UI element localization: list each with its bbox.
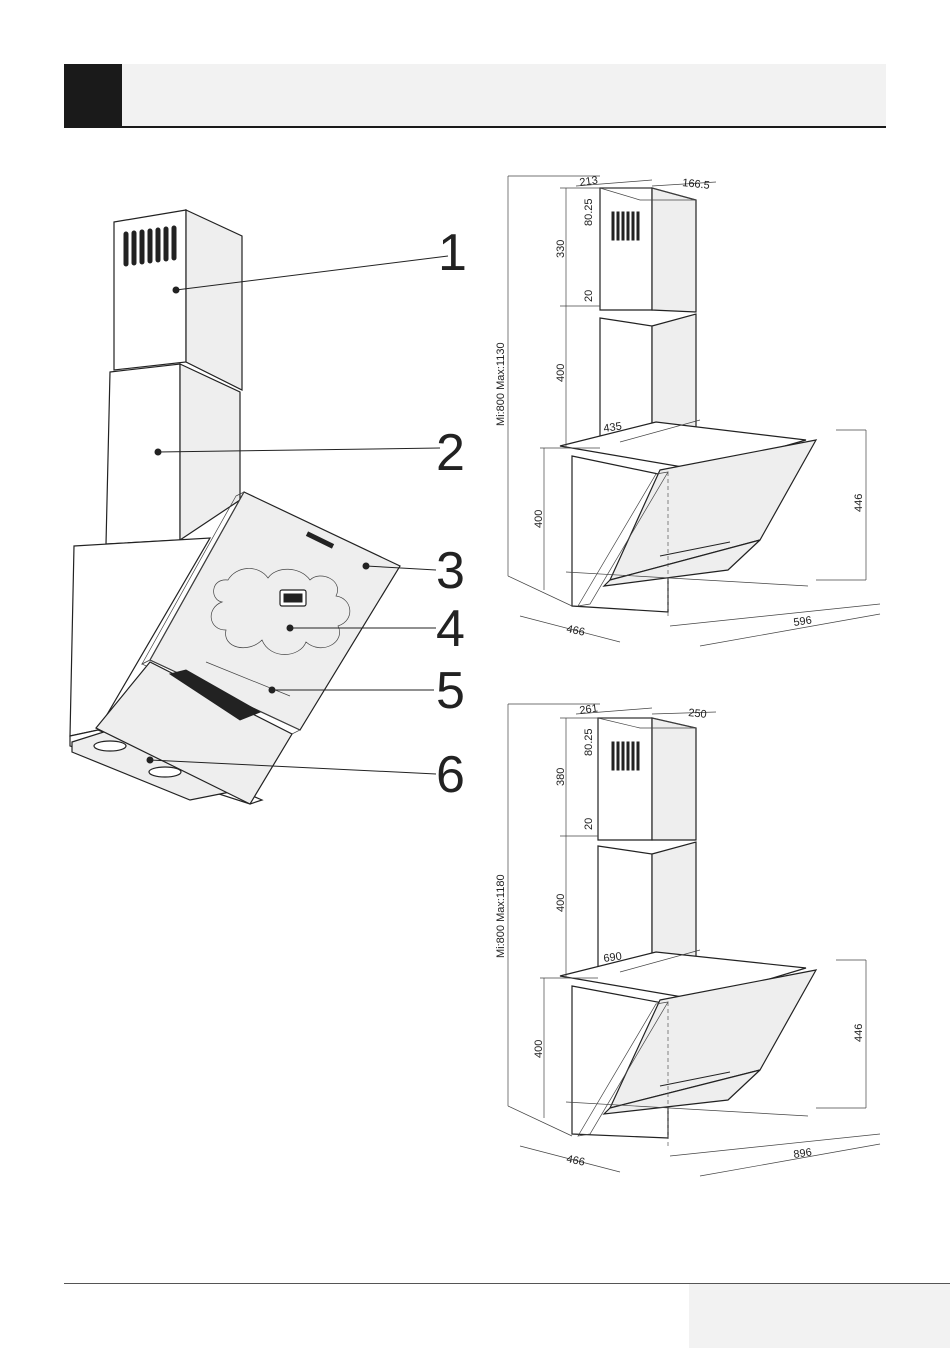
dim-top-80-25: 80.25	[583, 198, 595, 226]
dim-top-400-body: 400	[533, 510, 545, 528]
dim-bottom-400-body: 400	[533, 1040, 545, 1058]
dim-top-400-chimney: 400	[555, 364, 567, 382]
hood-illustration: 1 2 3 4 5 6	[70, 210, 467, 804]
dim-bottom-80-25: 80.25	[583, 728, 595, 756]
callout-5: 5	[436, 662, 465, 720]
dim-top-435: 435	[603, 421, 623, 435]
dimension-drawing-top: 213 166.5 80.25 330 20 400 Mi:800 Max:11…	[495, 175, 880, 646]
callout-6: 6	[436, 746, 465, 804]
callout-1: 1	[438, 224, 467, 282]
callout-4: 4	[436, 600, 465, 658]
dim-bottom-380: 380	[555, 768, 567, 786]
dim-bottom-261: 261	[579, 703, 599, 717]
vent-slots	[124, 226, 176, 266]
callout-2: 2	[436, 424, 465, 482]
dim-bottom-250: 250	[688, 707, 708, 721]
dim-bottom-400-chimney: 400	[555, 894, 567, 912]
dim-bottom-446: 446	[853, 1024, 865, 1042]
dim-top-446: 446	[853, 494, 865, 512]
dim-bottom-690: 690	[603, 951, 623, 965]
dim-top-total-height: Mi:800 Max:1130	[495, 342, 507, 426]
dim-bottom-466: 466	[565, 1153, 585, 1169]
dim-top-213: 213	[579, 175, 599, 189]
dim-bottom-20: 20	[583, 818, 595, 830]
footer-page-box	[689, 1284, 950, 1348]
dim-top-330: 330	[555, 240, 567, 258]
dimension-drawing-bottom: 261 250 80.25 380 20 400 Mi:800 Max:1180…	[495, 703, 880, 1176]
dim-top-166-5: 166.5	[682, 177, 711, 192]
dim-top-20: 20	[583, 290, 595, 302]
dim-top-466: 466	[565, 623, 585, 639]
dim-top-596: 596	[793, 615, 813, 629]
callout-3: 3	[436, 542, 465, 600]
dim-bottom-896: 896	[793, 1147, 813, 1161]
dim-bottom-total-height: Mi:800 Max:1180	[495, 874, 507, 958]
